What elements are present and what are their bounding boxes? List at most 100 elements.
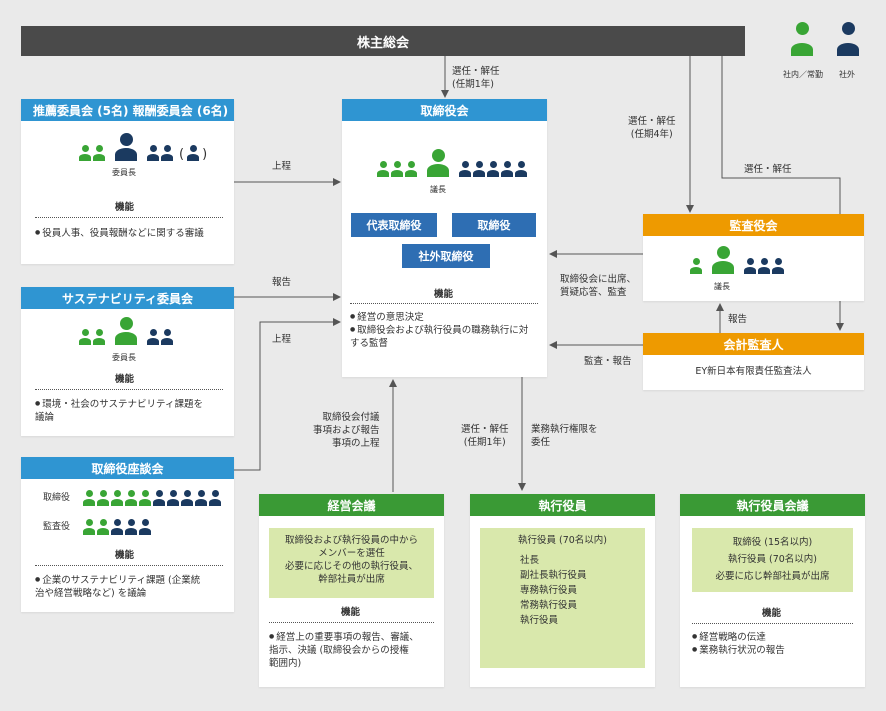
exec-member-1: 社長 [520, 555, 540, 566]
execmtg-description-panel: 取締役 (15名以内) 執行役員 (70名以内) 必要に応じ幹部社員が出席 [692, 528, 853, 592]
person-icon [187, 145, 200, 161]
forum-auditors-row [83, 519, 151, 535]
label-mgmt-submit: 取締役会付議 事項および報告 事項の上程 [313, 412, 380, 449]
sustainability-committee-title: サステナビリティ委員会 [21, 287, 234, 309]
forum-function-item: 企業のサステナビリティ課題 (企業統 治や経営戦略など) を議論 [35, 573, 200, 600]
person-icon [147, 329, 159, 345]
person-icon [772, 258, 784, 274]
exec-member-5: 執行役員 [520, 615, 559, 626]
sustainability-committee: サステナビリティ委員会 委員長 機能 環境・社会のサステナビリティ課題を 議論 [21, 287, 234, 436]
legend-external-label: 社外 [839, 70, 855, 79]
person-external-icon [837, 22, 863, 56]
label-elect-exec: 選任・解任 (任期1年) [461, 424, 509, 448]
legend: 社内／常勤 社外 [783, 22, 883, 82]
board-members [377, 149, 527, 177]
person-icon [209, 490, 221, 506]
arrow-forum-board [234, 318, 341, 471]
forum-directors-label: 取締役 [43, 493, 71, 503]
person-icon [125, 490, 137, 506]
person-icon [391, 161, 403, 177]
person-icon [744, 258, 756, 274]
execmtg-function-item-1: 経営戦略の伝達 [692, 630, 766, 644]
person-icon [181, 490, 193, 506]
label-attend: 取締役会に出席、 質疑応答、監査 [560, 274, 637, 298]
board-title: 取締役会 [342, 99, 547, 121]
person-icon [161, 145, 173, 161]
exec-panel: 執行役員 (70名以内) 社長 副社長執行役員 専務執行役員 常務執行役員 執行… [480, 528, 645, 668]
chair-person-icon [115, 133, 137, 161]
exec-member-3: 専務執行役員 [520, 585, 578, 596]
chair-person-icon [115, 317, 137, 345]
person-icon [83, 490, 95, 506]
accounting-auditor: 会計監査人 EY新日本有限責任監査法人 [643, 333, 864, 390]
chair-person-icon [712, 246, 734, 274]
board-function-item-2: 取締役会および執行役員の職務執行に対 する監督 [350, 323, 528, 350]
board-of-directors: 取締役会 議長 代表取締役 取締役 社外取締役 機能 経営の意思決定 取締役会お… [342, 99, 547, 377]
person-icon [487, 161, 499, 177]
forum-auditors-label: 監査役 [43, 522, 71, 532]
forum-function-heading: 機能 [115, 550, 135, 561]
divider [350, 303, 538, 304]
person-icon [97, 519, 109, 535]
exec-member-4: 常務執行役員 [520, 600, 578, 611]
person-icon [153, 490, 165, 506]
director-button: 取締役 [452, 213, 536, 237]
auditors-members [690, 246, 784, 274]
nomination-function-heading: 機能 [115, 202, 135, 213]
person-icon [473, 161, 485, 177]
execmtg-description: 取締役 (15名以内) 執行役員 (70名以内) 必要に応じ幹部社員が出席 [715, 537, 830, 582]
label-submit-nomination: 上程 [272, 161, 292, 172]
label-elect-auditors: 選任・解任 (任期4年) [628, 116, 676, 140]
shareholders-meeting-bar: 株主総会 [21, 26, 745, 56]
forum-directors-row [83, 490, 221, 506]
board-function-heading: 機能 [434, 289, 454, 300]
person-icon [147, 145, 159, 161]
label-delegate: 業務執行権限を 委任 [531, 424, 598, 448]
person-icon [501, 161, 513, 177]
sustainability-chair-label: 委員長 [112, 353, 136, 362]
nomination-chair-label: 委員長 [112, 168, 136, 177]
divider [35, 389, 223, 390]
person-icon [97, 490, 109, 506]
mgmt-description: 取締役および執行役員の中から メンバーを選任 必要に応じその他の執行役員、 幹部… [284, 535, 418, 585]
person-icon [139, 519, 151, 535]
person-icon [111, 519, 123, 535]
shareholders-meeting-label: 株主総会 [356, 35, 409, 51]
paren-open: ( [179, 147, 185, 162]
person-internal-icon [791, 22, 817, 56]
person-icon [83, 519, 95, 535]
exec-member-2: 副社長執行役員 [520, 570, 587, 581]
person-icon [195, 490, 207, 506]
label-report-sustainability: 報告 [272, 277, 292, 288]
person-icon [405, 161, 417, 177]
execmtg-function-heading: 機能 [762, 608, 782, 619]
label-elect-board: 選任・解任 (任期1年) [452, 66, 500, 90]
auditors-chair-label: 議長 [714, 282, 730, 291]
management-committee: 経営会議 取締役および執行役員の中から メンバーを選任 必要に応じその他の執行役… [259, 494, 444, 687]
nomination-members: ( ) [79, 133, 207, 161]
person-icon [79, 329, 91, 345]
representative-director-button: 代表取締役 [351, 213, 437, 237]
nomination-function-item: 役員人事、役員報酬などに関する審議 [35, 226, 204, 240]
label-report-auditor: 報告 [728, 314, 748, 325]
accountant-title: 会計監査人 [643, 333, 864, 355]
exec-heading: 執行役員 (70名以内) [517, 535, 608, 546]
execmtg-function-item-2: 業務執行状況の報告 [692, 643, 785, 657]
sustainability-function-item: 環境・社会のサステナビリティ課題を 議論 [35, 397, 203, 424]
person-icon [111, 490, 123, 506]
divider [35, 565, 223, 566]
mgmt-function-item: 経営上の重要事項の報告、審議、 指示、決議 (取締役会からの授権 範囲内) [269, 630, 419, 670]
execmtg-title: 執行役員会議 [680, 494, 865, 516]
directors-forum-title: 取締役座談会 [21, 457, 234, 479]
nomination-remuneration-committee: 推薦委員会 (5名) 報酬委員会 (6名) ( ) 委員長 機能 役員人事、役員… [21, 99, 234, 264]
mgmt-description-panel: 取締役および執行役員の中から メンバーを選任 必要に応じその他の執行役員、 幹部… [269, 528, 434, 598]
divider [35, 217, 223, 218]
person-icon [161, 329, 173, 345]
label-audit-report: 監査・報告 [584, 356, 632, 367]
person-icon [93, 145, 105, 161]
sustainability-function-heading: 機能 [115, 374, 135, 385]
executive-officers-meeting: 執行役員会議 取締役 (15名以内) 執行役員 (70名以内) 必要に応じ幹部社… [680, 494, 865, 687]
person-icon [377, 161, 389, 177]
person-icon [93, 329, 105, 345]
